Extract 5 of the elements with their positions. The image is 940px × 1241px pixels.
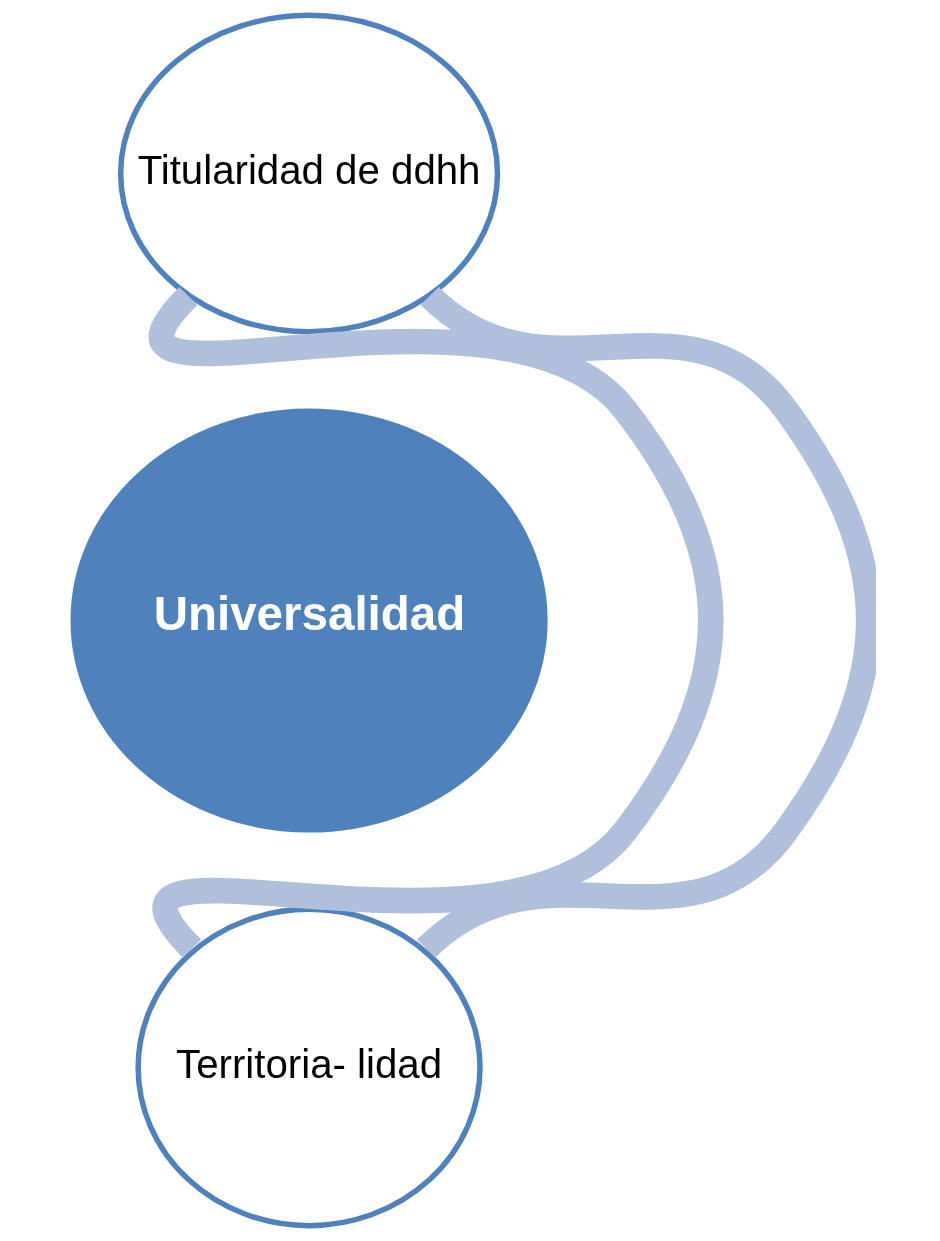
connector: [417, 286, 876, 959]
node-ellipse: Titularidad de ddhh: [117, 12, 500, 335]
node-circle: Territoria- lidad: [134, 906, 483, 1229]
node-ellipse: Universalidad: [70, 408, 548, 833]
connector: [150, 287, 723, 957]
